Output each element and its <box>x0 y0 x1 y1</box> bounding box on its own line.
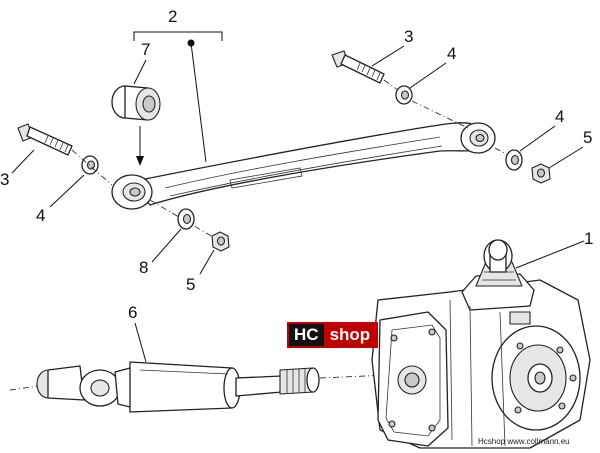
flange-bolt-2 <box>428 328 436 336</box>
callout-7: 7 <box>141 40 150 59</box>
washer-4-right: 4 <box>505 107 564 171</box>
washer-4-upper: 4 <box>395 44 456 105</box>
side-port <box>509 311 531 325</box>
cover-bolt-3 <box>514 406 522 414</box>
logo-hc: HC <box>289 324 324 346</box>
leader-2 <box>190 42 207 163</box>
bolt-3-left: 3 <box>0 123 73 189</box>
callout-2: 2 <box>168 7 177 26</box>
input-shaft <box>404 372 420 388</box>
nut-5-right: 5 <box>531 128 592 184</box>
spline-tip <box>306 367 320 393</box>
callout-5-lower: 5 <box>186 275 195 294</box>
leader-5-right <box>548 146 584 169</box>
spline-teeth <box>286 368 306 393</box>
bolt-3-right: 3 <box>331 27 413 84</box>
washer-hole <box>510 154 520 166</box>
washer-8: 8 <box>139 208 195 277</box>
callout-2-group: 2 <box>133 7 223 163</box>
cover-bolt-5 <box>569 374 577 382</box>
output-shaft <box>534 371 546 385</box>
washer-hole <box>86 160 96 170</box>
bushing-7: 7 <box>111 40 161 166</box>
washer-hole <box>400 90 410 100</box>
callout-1: 1 <box>584 229 593 248</box>
shaft-axis <box>9 373 411 391</box>
tube-highlight <box>139 369 229 375</box>
leader-4-right <box>519 125 556 152</box>
arm-slot <box>229 167 303 189</box>
yoke-body <box>47 365 85 401</box>
knob-top <box>488 239 508 261</box>
callout-5-right: 5 <box>583 128 592 147</box>
insert-arrow-head <box>136 156 144 166</box>
flange-bolt-4 <box>428 424 436 432</box>
cover-bolt-1 <box>516 342 524 350</box>
nut-5-lower: 5 <box>186 231 230 294</box>
trailing-arm <box>111 122 496 210</box>
leader-3-left <box>11 149 35 174</box>
flange-bolt-1 <box>390 334 398 342</box>
washer-hole <box>182 213 192 225</box>
arm-ridge-1 <box>164 136 441 189</box>
bolt-shank <box>340 54 385 84</box>
leader-3-right <box>371 45 405 67</box>
bracket-leader <box>133 31 223 41</box>
arm-rear-bore <box>475 133 485 143</box>
leader-8 <box>151 228 182 263</box>
washer-4-left: 4 <box>36 155 99 225</box>
cover-bolt-2 <box>556 346 564 354</box>
shaft-neck <box>235 375 283 397</box>
leader-6 <box>134 322 147 363</box>
hc-shop-logo: HC shop <box>287 322 379 348</box>
bolt-thread <box>44 135 69 153</box>
callout-3-right: 3 <box>404 27 413 46</box>
credit-text: Hcshop www.collmann.eu <box>478 437 570 446</box>
callout-6: 6 <box>128 303 137 322</box>
leader-4-upper <box>409 62 447 89</box>
callout-4-upper: 4 <box>447 44 456 63</box>
cover-bolt-4 <box>558 402 566 410</box>
leader-7 <box>133 59 147 85</box>
bushing-bore <box>142 95 156 113</box>
bolt-thread <box>356 62 381 81</box>
leader-4-left <box>49 174 85 208</box>
callout-4-right: 4 <box>555 107 564 126</box>
leader-5-lower <box>199 249 215 275</box>
housing-edges <box>449 299 506 447</box>
gearbox-1: 1 <box>371 229 593 449</box>
callout-4-left: 4 <box>36 206 45 225</box>
leader-1 <box>515 240 585 269</box>
arm-ridge-2 <box>169 145 443 197</box>
nut-hole <box>216 236 226 246</box>
arm-front-bore <box>129 187 141 197</box>
drive-shaft-6: 6 <box>36 303 320 413</box>
flange-bolt-3 <box>388 420 396 428</box>
yoke-cap <box>90 379 110 397</box>
callout-3-left: 3 <box>0 170 9 189</box>
nut-hole <box>536 168 546 178</box>
callout-8: 8 <box>139 258 148 277</box>
logo-shop: shop <box>323 324 377 346</box>
shaft-tube <box>129 361 233 413</box>
